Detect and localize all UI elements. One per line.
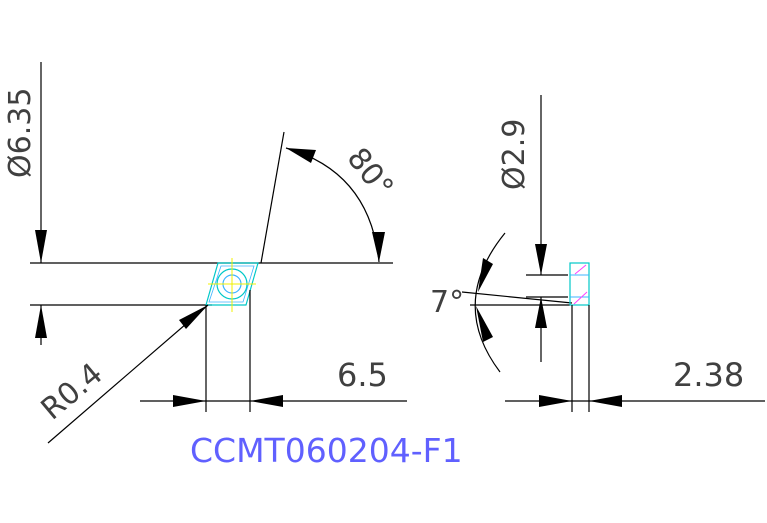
arrow-inscribed-upper	[35, 230, 47, 263]
side-view: Ø2.9 7° 2.38	[430, 95, 765, 412]
arrow-hole-upper	[535, 244, 547, 275]
arrow-edge-right	[250, 395, 283, 407]
arrow-clearance-top	[478, 258, 493, 292]
insert-section	[569, 262, 590, 306]
thickness-label: 2.38	[673, 356, 744, 394]
radius-leader-line	[47, 304, 209, 444]
inscribed-diameter-label: Ø6.35	[3, 88, 38, 178]
arrow-clearance-bottom	[476, 306, 493, 342]
section-hatch-1	[574, 264, 587, 275]
insert-inner-outline	[208, 265, 255, 303]
edge-length-label: 6.5	[337, 356, 388, 394]
angle-line-inclined	[461, 291, 573, 304]
arrow-thickness-right	[589, 395, 622, 407]
arrow-inscribed-lower	[35, 305, 47, 338]
hole-diameter-label: Ø2.9	[497, 119, 532, 190]
clearance-angle-arc	[474, 232, 506, 373]
corner-radius-label: R0.4	[35, 356, 110, 427]
arrow-hole-lower	[535, 297, 547, 328]
section-hatch-2	[573, 291, 588, 305]
arrow-angle-bottom	[372, 232, 385, 262]
corner-angle-label: 80°	[340, 141, 400, 204]
arrow-edge-left	[173, 395, 206, 407]
arrow-thickness-left	[539, 395, 572, 407]
arrow-radius	[179, 305, 208, 329]
arrow-angle-top	[286, 148, 316, 163]
insert-outline	[205, 262, 259, 306]
angle-extension-line	[260, 131, 285, 264]
clearance-angle-label: 7°	[430, 285, 464, 320]
part-code-label: CCMT060204-F1	[190, 431, 463, 470]
top-view: Ø6.35 80° R0.4 6.5	[3, 62, 407, 444]
